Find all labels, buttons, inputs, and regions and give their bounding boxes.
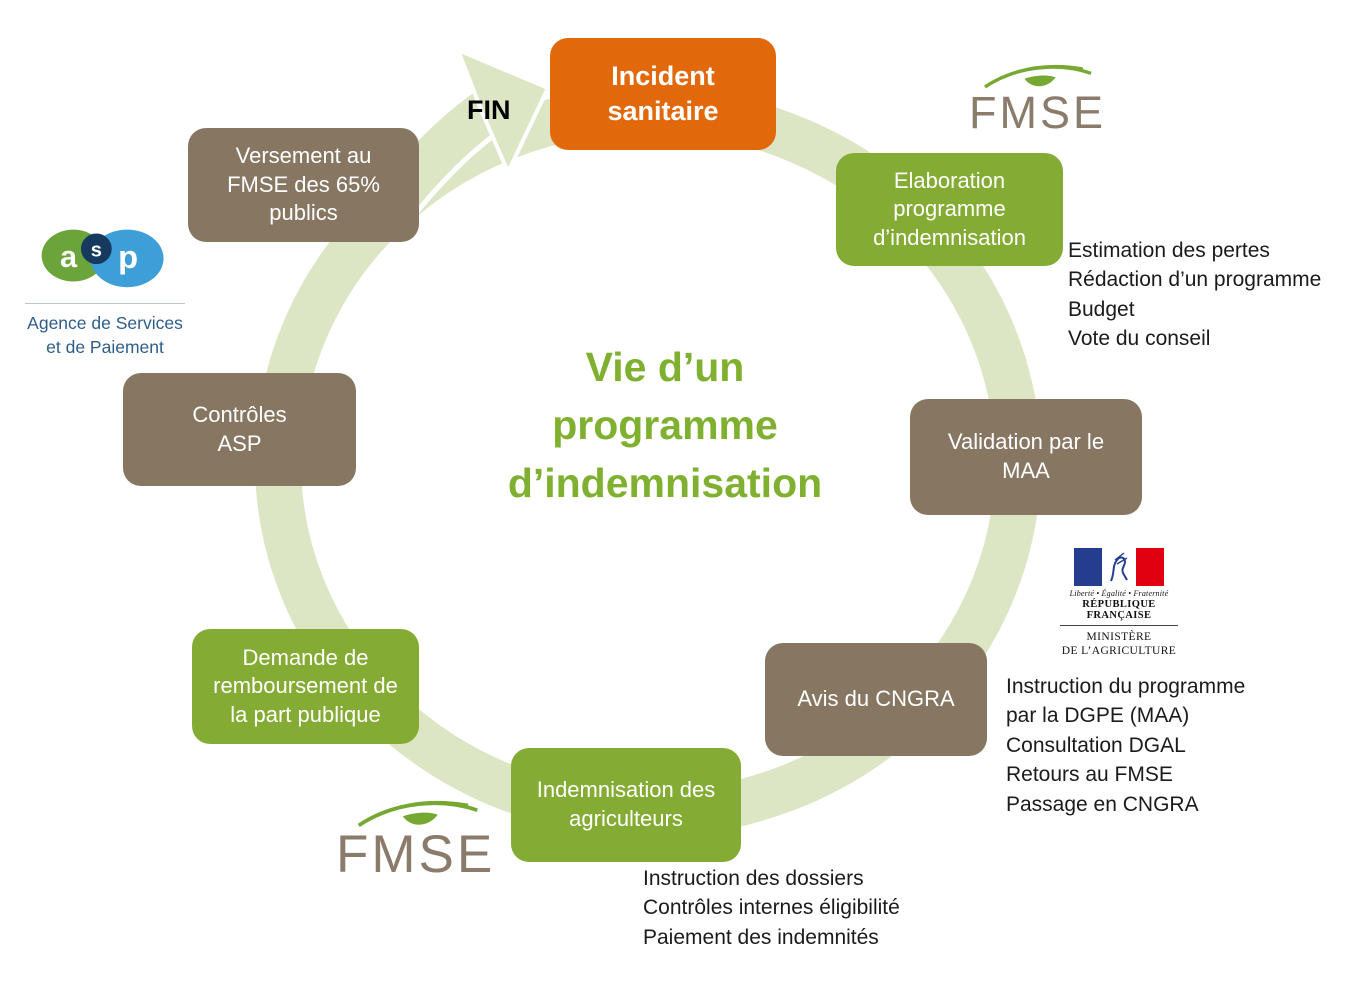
- diagram-title: Vie d’un programme d’indemnisation: [507, 344, 823, 507]
- asp-logo-icon: a s p: [41, 229, 164, 288]
- step-box-incident-sanitaire: Incident sanitaire: [550, 38, 776, 150]
- step-box-validation-maa: Validation par le MAA: [910, 399, 1142, 515]
- step-label: Versement au FMSE des 65% publics: [227, 143, 380, 226]
- asp-letter-s: s: [91, 239, 102, 261]
- flag-blue-band: [1074, 548, 1102, 586]
- step-box-indemnisation-agriculteurs: Indemnisation des agriculteurs: [511, 748, 741, 862]
- fin-label: FIN: [467, 95, 511, 125]
- step-label: Indemnisation des agriculteurs: [536, 777, 716, 831]
- fmse-logo-bottom: FMSE: [334, 792, 502, 881]
- ministere-agriculture-logo: Liberté • Égalité • Fraternité RÉPUBLIQU…: [1060, 548, 1178, 659]
- step-box-controles-asp: Contrôles ASP: [123, 373, 356, 486]
- step-label: Elaboration programme d’indemnisation: [873, 167, 1026, 250]
- ministere-name: MINISTÈRE DE L’AGRICULTURE: [1061, 631, 1177, 658]
- fmse-logo-top: FMSE: [963, 57, 1113, 135]
- fmse-logo-text: FMSE: [336, 825, 496, 884]
- step-label: Incident sanitaire: [607, 60, 719, 126]
- marianne-profile-icon: [1110, 552, 1128, 582]
- step-box-versement-fmse: Versement au FMSE des 65% publics: [188, 128, 419, 242]
- annotation-cngra-details: Instruction du programme par la DGPE (MA…: [1006, 675, 1246, 816]
- fmse-logo-text: FMSE: [969, 87, 1107, 138]
- fmse-swoosh-icon: [357, 800, 478, 828]
- step-box-elaboration-programme: Elaboration programme d’indemnisation: [836, 153, 1063, 266]
- step-box-avis-cngra: Avis du CNGRA: [765, 643, 987, 756]
- step-label: Contrôles ASP: [192, 401, 287, 456]
- asp-letter-a: a: [60, 239, 78, 274]
- ministere-divider: [1060, 625, 1178, 626]
- step-label: Validation par le MAA: [947, 429, 1105, 483]
- french-flag-icon: [1074, 548, 1164, 586]
- step-label: Avis du CNGRA: [797, 686, 955, 712]
- fmse-swoosh-icon: [984, 64, 1092, 89]
- annotation-elaboration-details: Estimation des pertes Rédaction d’un pro…: [1068, 239, 1322, 351]
- annotation-indemnisation-details: Instruction des dossiers Contrôles inter…: [643, 867, 900, 949]
- step-label: Demande de remboursement de la part publ…: [213, 644, 398, 727]
- step-box-demande-remboursement: Demande de remboursement de la part publ…: [192, 629, 419, 744]
- republique-francaise-label: RÉPUBLIQUE FRANÇAISE: [1082, 599, 1156, 621]
- flag-white-band: [1102, 548, 1136, 586]
- asp-logo-divider: [25, 303, 185, 304]
- republique-motto: Liberté • Égalité • Fraternité: [1069, 589, 1169, 598]
- asp-logo: a s p Agence de Services et de Paiement: [25, 220, 185, 359]
- asp-letter-p: p: [118, 238, 138, 275]
- fin-arrow-head: [456, 48, 550, 174]
- flag-red-band: [1136, 548, 1164, 586]
- asp-logo-caption: Agence de Services et de Paiement: [27, 313, 183, 357]
